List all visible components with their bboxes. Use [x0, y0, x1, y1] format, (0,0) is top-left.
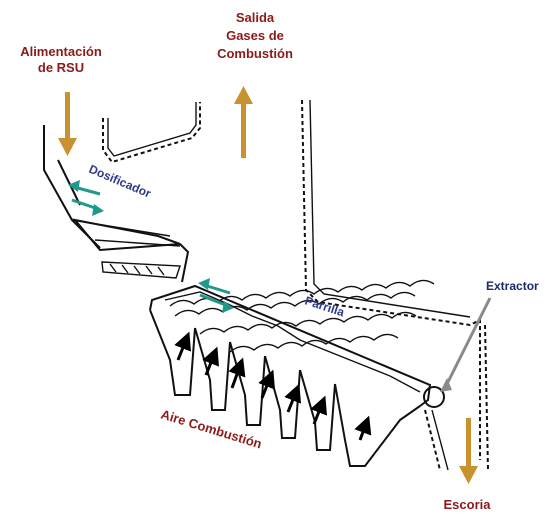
combustion-air-label: Aire Combustión	[159, 407, 264, 452]
upper-hood	[103, 102, 200, 162]
slag-arrow	[459, 418, 478, 484]
doser-motion-arrows	[68, 180, 104, 216]
feed-arrow	[58, 92, 77, 156]
doser-label: Dosificador	[87, 162, 154, 201]
extractor	[424, 325, 488, 470]
grate	[150, 280, 434, 406]
air-arrow	[360, 424, 366, 440]
air-arrow	[288, 392, 296, 412]
exhaust-arrow	[234, 86, 253, 158]
air-arrow	[206, 355, 214, 375]
exhaust-label-line3: Combustión	[217, 46, 293, 61]
air-arrow	[232, 366, 240, 388]
grate-label: Parrilla	[303, 294, 346, 320]
air-arrow	[178, 340, 186, 360]
extractor-leader	[446, 298, 490, 386]
exhaust-label-line2: Gases de	[226, 28, 284, 43]
air-arrow	[314, 404, 322, 424]
exhaust-label: Salida	[236, 10, 275, 25]
feed-label-line2: de RSU	[38, 60, 84, 75]
extractor-label: Extractor	[486, 279, 539, 293]
slag-label: Escoria	[444, 497, 492, 512]
feed-label: Alimentación	[20, 44, 102, 59]
furnace-wall	[302, 100, 480, 460]
air-plenums	[150, 310, 420, 466]
